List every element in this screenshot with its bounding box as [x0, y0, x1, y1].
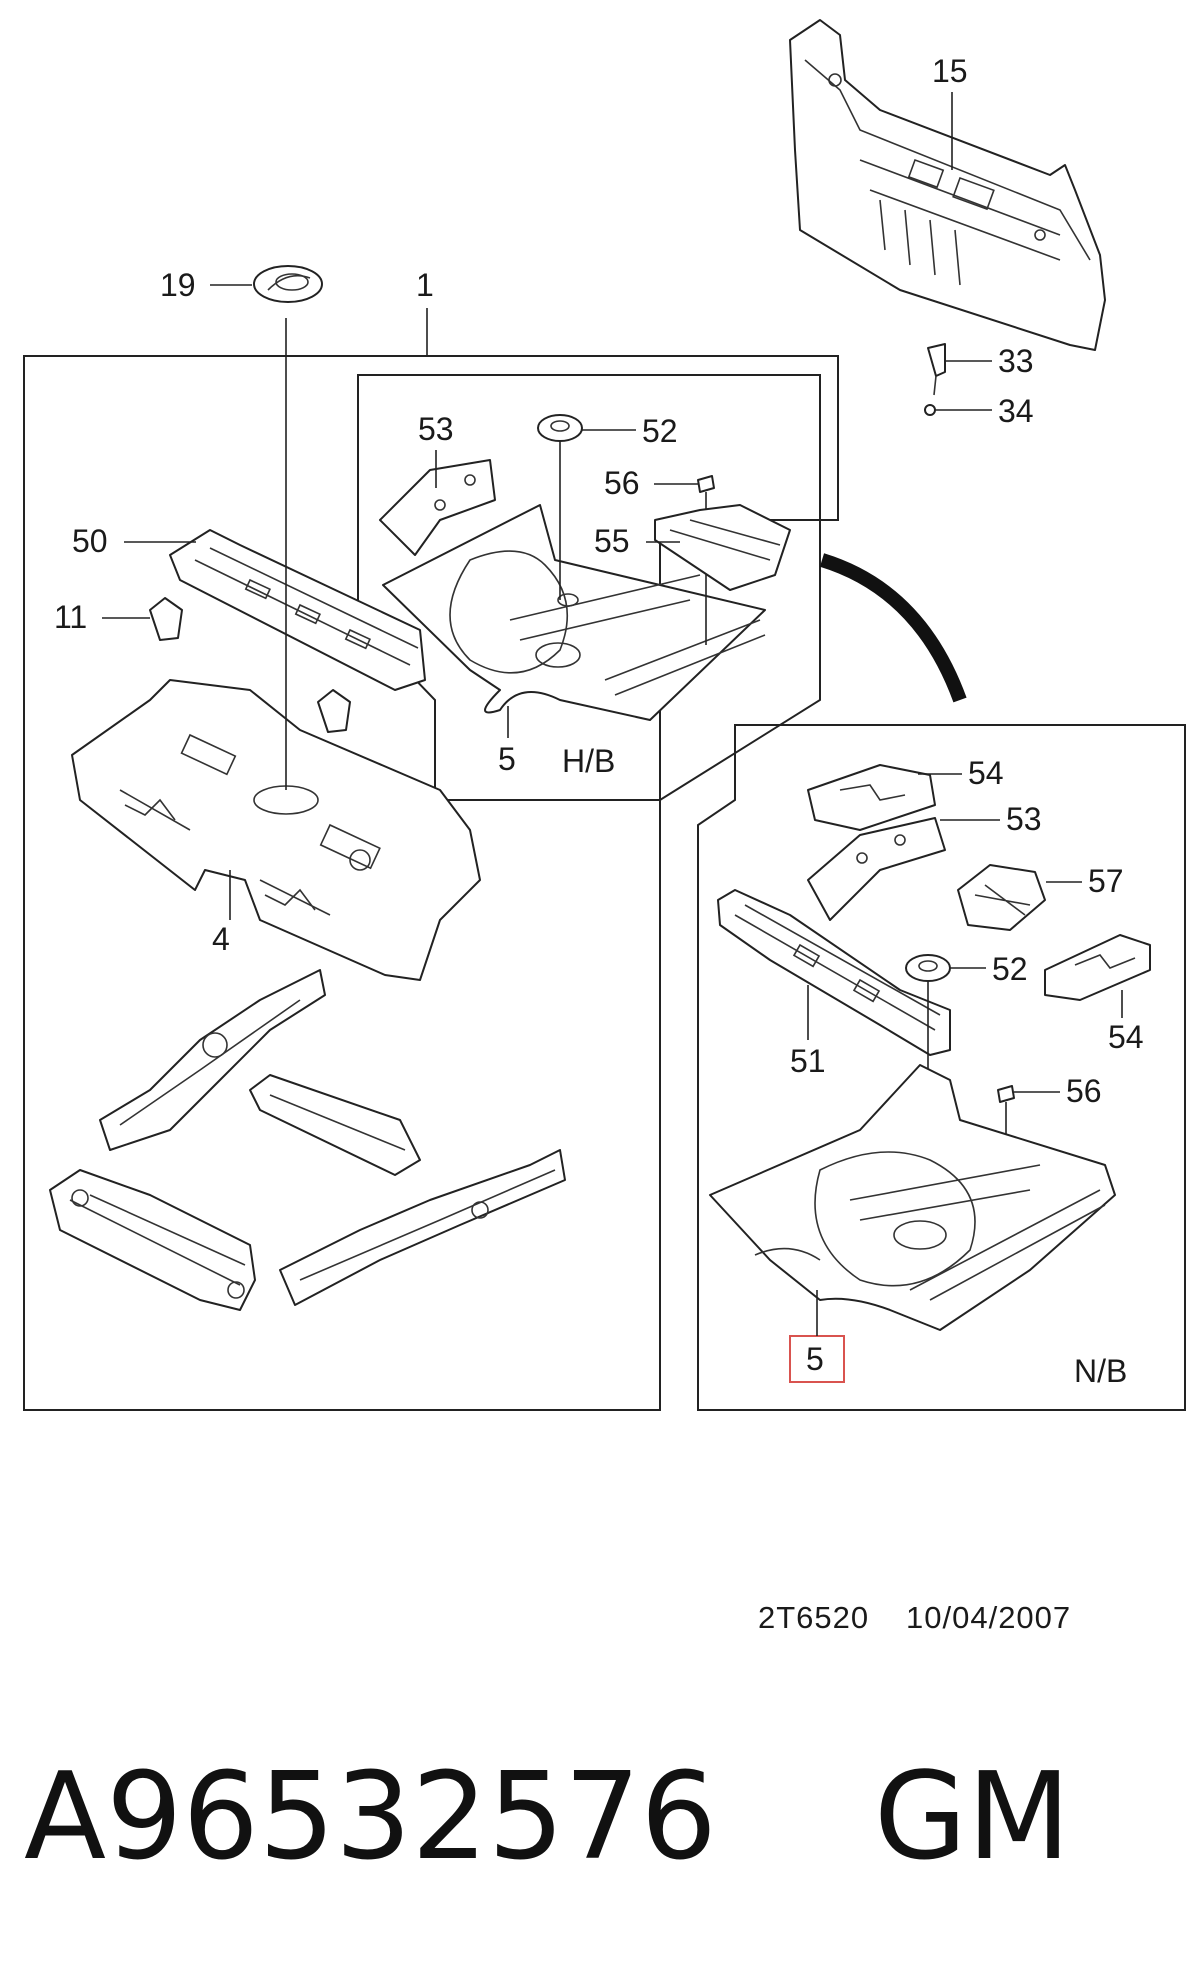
part-11-bracket: [149, 597, 351, 733]
callout-54-top: 54: [968, 755, 1004, 791]
brand-label: GM: [874, 1748, 1071, 1887]
callout-5-hb: 5: [498, 741, 516, 777]
callout-52-nb: 52: [992, 951, 1028, 987]
part-56-hb-clip: [697, 475, 715, 493]
callout-53-hb: 53: [418, 411, 454, 447]
part-51-cross-member: [717, 889, 951, 1056]
part-53-hb-bracket: [379, 459, 496, 556]
part-53-nb-bracket: [807, 817, 946, 921]
callout-57: 57: [1088, 863, 1124, 899]
callout-19: 19: [160, 267, 196, 303]
callout-33: 33: [998, 343, 1034, 379]
variant-hb-label: H/B: [562, 743, 615, 779]
part-52-nb-plug: [905, 954, 951, 982]
callout-11: 11: [54, 599, 87, 635]
part-50-cross-member: [169, 529, 426, 691]
callout-15: 15: [932, 53, 968, 89]
variant-arrow: [819, 553, 967, 703]
callout-56-nb: 56: [1066, 1073, 1102, 1109]
callout-50: 50: [72, 523, 108, 559]
drawing-code: 2T6520: [758, 1600, 869, 1635]
part-54-nb-plate-top: [807, 764, 936, 831]
part-52-hb-plug: [537, 414, 583, 442]
part-34-bolt: [924, 404, 936, 416]
part-rear-side-members: [49, 969, 566, 1311]
part-number: A96532576: [24, 1748, 717, 1887]
part-15-rear-panel: [789, 19, 1106, 351]
part-33-bracket: [927, 343, 946, 396]
callout-56-hb: 56: [604, 465, 640, 501]
variant-nb-label: N/B: [1074, 1353, 1127, 1389]
part-4-rear-floor: [71, 679, 481, 981]
callout-55: 55: [594, 523, 630, 559]
part-57-tray: [957, 864, 1046, 931]
part-56-nb-clip: [997, 1085, 1015, 1103]
part-19-grommet: [253, 265, 323, 303]
callout-34: 34: [998, 393, 1034, 429]
callout-52-hb: 52: [642, 413, 678, 449]
callout-54-bot: 54: [1108, 1019, 1144, 1055]
callout-1: 1: [416, 267, 434, 303]
drawing-date: 10/04/2007: [906, 1600, 1071, 1635]
callout-5-nb: 5: [806, 1341, 824, 1377]
nb-inset-frame: [697, 724, 1186, 1411]
callout-4: 4: [212, 921, 230, 957]
part-54-nb-plate-bottom: [1044, 934, 1151, 1001]
callout-53-nb: 53: [1006, 801, 1042, 837]
callout-51: 51: [790, 1043, 826, 1079]
part-55-reinforcement: [654, 504, 791, 591]
part-5-nb-floor-pan: [709, 1064, 1116, 1331]
part-5-hb-floor-pan: [382, 504, 766, 721]
